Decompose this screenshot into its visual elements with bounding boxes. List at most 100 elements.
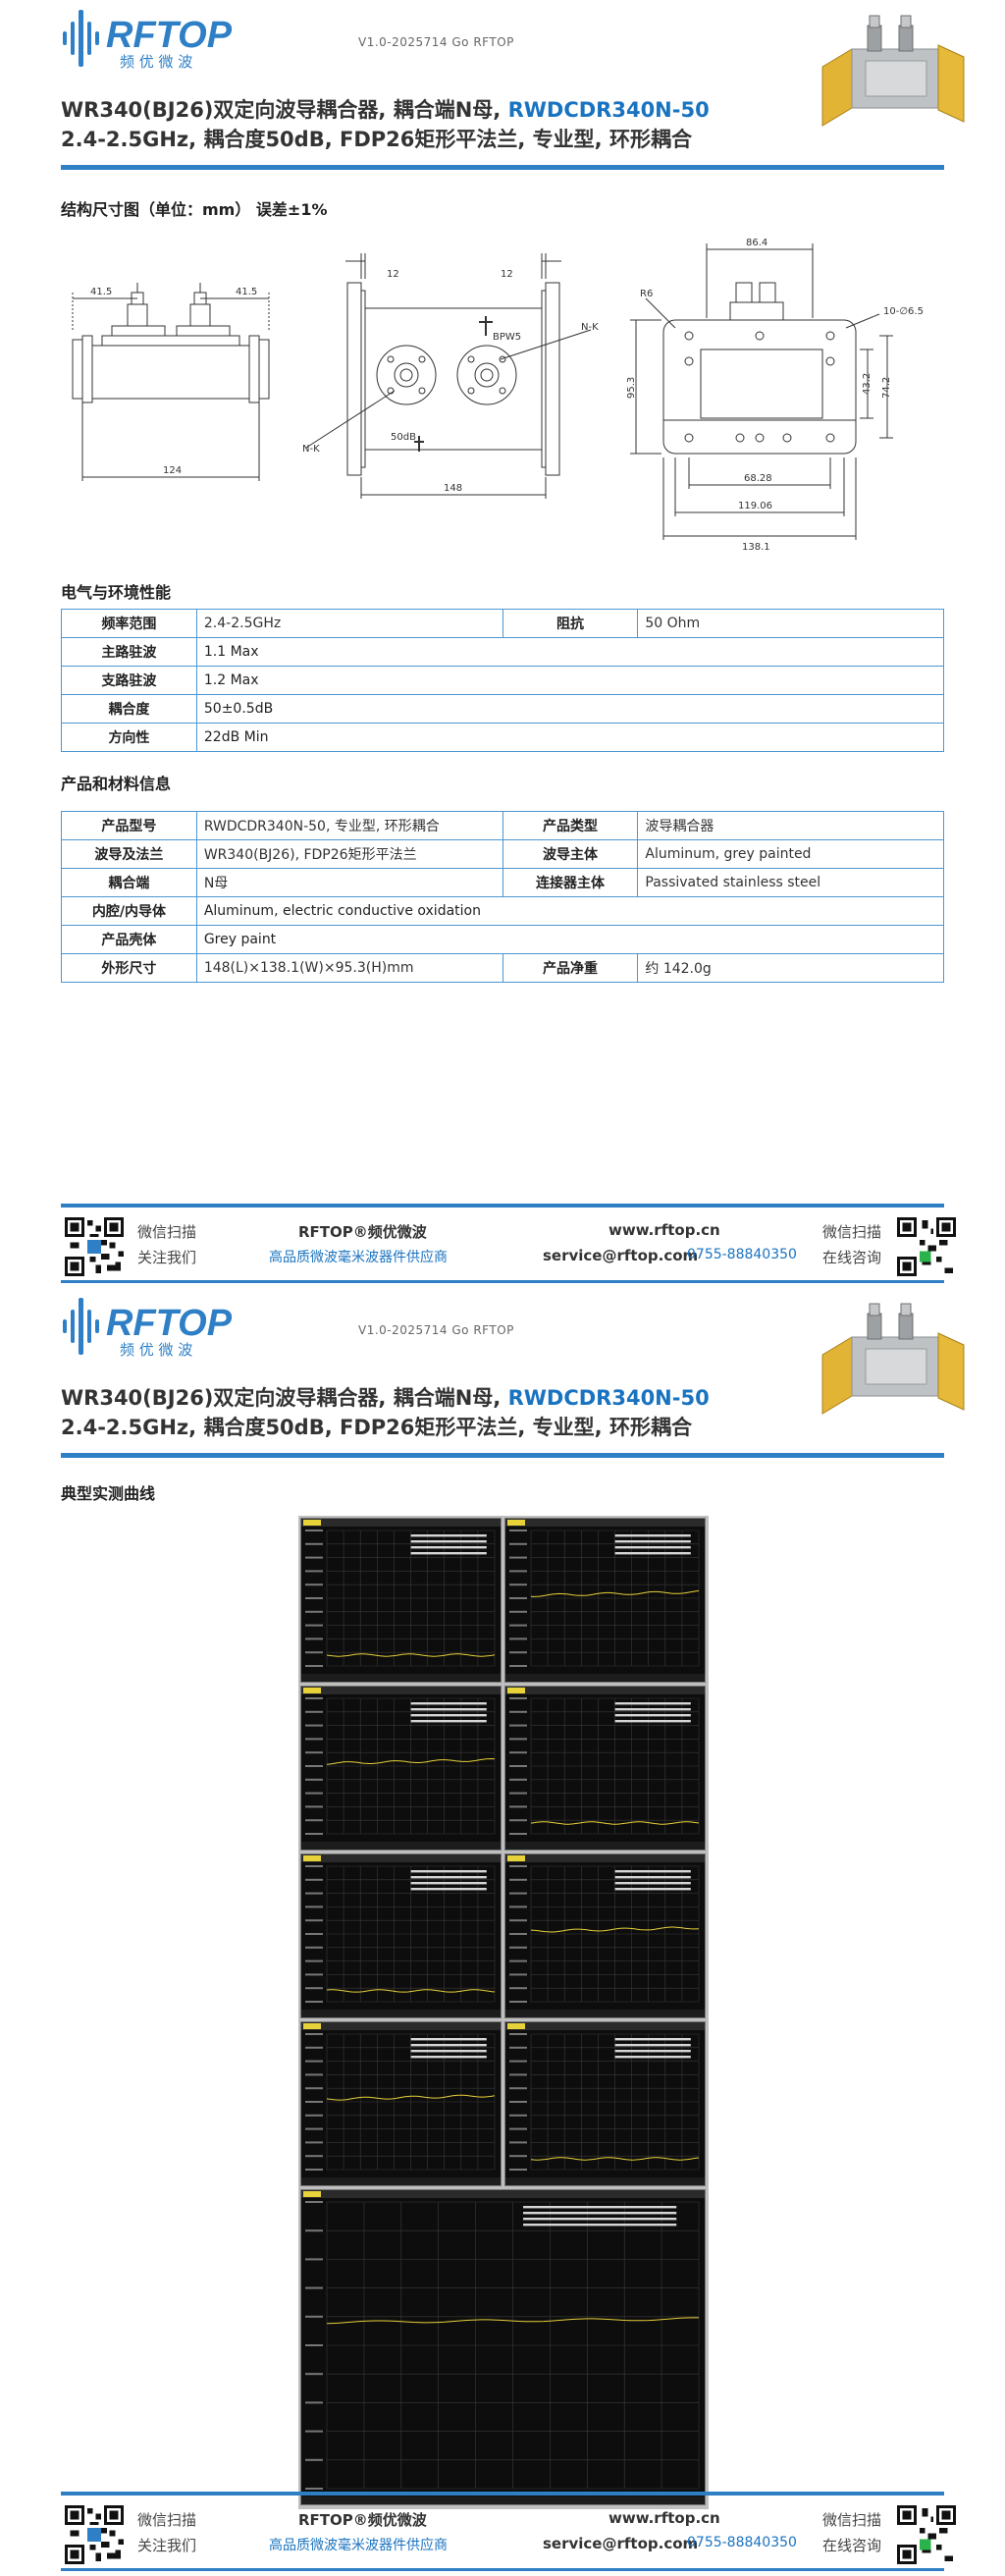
marker-readout <box>614 1534 691 1537</box>
product-subtitle: 2.4-2.5GHz, 耦合度50dB, FDP26矩形平法兰, 专业型, 环形… <box>61 128 692 151</box>
tick-label <box>305 1710 323 1713</box>
spec-value: 1.1 Max <box>195 637 945 667</box>
tick-label <box>305 1973 323 1976</box>
tick-label <box>509 1933 527 1935</box>
spec-key: 波导及法兰 <box>61 839 197 869</box>
logo-text: RFTOP <box>106 15 233 56</box>
footer-website[interactable]: www.rftop.cn <box>608 1221 720 1239</box>
label-nk-right: N-K <box>581 322 599 333</box>
marker-readout <box>410 1708 487 1711</box>
marker-readout <box>410 2038 487 2041</box>
screen-title-bar <box>301 1854 501 1862</box>
analyzer-plot <box>505 1519 705 1682</box>
trace-line <box>530 1926 700 1933</box>
marker-readout <box>410 1882 487 1885</box>
tick-label <box>509 1946 527 1949</box>
tick-label <box>305 1624 323 1627</box>
analyzer-screen <box>504 2021 706 2186</box>
dimension-drawing: 41.5 41.5 124 <box>72 238 924 553</box>
footer-rule <box>61 2492 944 2496</box>
logo-sub: 频 优 微 波 <box>120 53 192 71</box>
tick-label <box>305 2401 323 2404</box>
tick-label <box>305 1665 323 1667</box>
spec-key: 方向性 <box>61 723 197 752</box>
tick-label <box>509 1624 527 1627</box>
tick-label <box>509 1905 527 1908</box>
tick-label <box>305 2258 323 2261</box>
wechat-consult-line2: 在线咨询 <box>822 1249 882 1266</box>
rftop-logo: RFTOP 频 优 微 波 <box>63 1298 233 1359</box>
analyzer-screen <box>300 2021 502 2186</box>
model-number: RWDCDR340N-50 <box>507 1386 710 1410</box>
marker-readout <box>523 2218 677 2221</box>
spec-key: 阻抗 <box>502 609 639 638</box>
page-1: RFTOP 频 优 微 波 V1.0-2025714 Go RFTOP WR34… <box>61 10 965 1283</box>
marker-readout <box>410 2050 487 2053</box>
spec-value: Aluminum, grey painted <box>637 839 944 869</box>
table-row: 耦合度 50±0.5dB <box>61 694 945 724</box>
screen-status-bar <box>301 1674 501 1682</box>
tick-label <box>509 1597 527 1599</box>
qr-code-icon <box>897 2505 956 2564</box>
dim-68-28: 68.28 <box>744 473 772 484</box>
tick-label <box>305 1751 323 1754</box>
footer-website[interactable]: www.rftop.cn <box>608 2509 720 2527</box>
tick-label <box>305 2229 323 2232</box>
dim-43-2: 43.2 <box>862 373 873 395</box>
dim-124: 124 <box>163 465 182 476</box>
spec-value: 22dB Min <box>195 723 945 752</box>
spec-value: Passivated stainless steel <box>637 868 944 897</box>
electrical-section-title: 电气与环境性能 <box>61 583 172 602</box>
screen-title-bar <box>505 1854 705 1862</box>
front-view <box>72 283 270 481</box>
tick-label <box>305 2101 323 2103</box>
material-table: 产品型号 RWDCDR340N-50, 专业型, 环形耦合 产品类型 波导耦合器… <box>61 811 945 983</box>
analyzer-screen <box>504 1518 706 1683</box>
version-text: V1.0-2025714 Go RFTOP <box>358 35 514 49</box>
spec-key: 耦合端 <box>61 868 197 897</box>
tick-label <box>509 1738 527 1741</box>
qr-code-icon <box>65 1217 124 1276</box>
tick-label <box>509 1778 527 1781</box>
footer-email[interactable]: service@rftop.com <box>543 1247 699 1264</box>
marker-readout <box>523 2206 677 2209</box>
spec-key: 频率范围 <box>61 609 197 638</box>
tick-label <box>305 2155 323 2158</box>
tick-label <box>509 1833 527 1835</box>
tick-label <box>509 1892 527 1895</box>
spec-value: WR340(BJ26), FDP26矩形平法兰 <box>195 839 503 869</box>
marker-readout <box>614 2038 691 2041</box>
curves-section-title: 典型实测曲线 <box>61 1484 156 1503</box>
tick-label <box>305 1865 323 1867</box>
screen-status-bar <box>301 2010 501 2017</box>
footer-slogan: 高品质微波毫米波器件供应商 <box>269 1250 448 1265</box>
footer-email[interactable]: service@rftop.com <box>543 2535 699 2552</box>
tick-label <box>509 1765 527 1767</box>
marker-readout <box>614 2056 691 2059</box>
tick-label <box>305 1919 323 1922</box>
marker-readout <box>614 1702 691 1705</box>
tick-label <box>509 2169 527 2171</box>
spec-key: 产品壳体 <box>61 925 197 954</box>
tick-label <box>305 2087 323 2090</box>
dim-119-06: 119.06 <box>738 501 772 511</box>
analyzer-screen <box>300 2189 706 2505</box>
trace-tag <box>507 1855 525 1861</box>
wechat-follow-line1: 微信扫描 <box>137 2511 197 2529</box>
tick-label <box>305 1724 323 1727</box>
analyzer-plot <box>505 2022 705 2185</box>
tick-label <box>305 1697 323 1699</box>
wechat-consult-line1: 微信扫描 <box>822 2511 882 2529</box>
material-section-title: 产品和材料信息 <box>61 775 172 793</box>
tick-label <box>305 1530 323 1531</box>
rftop-logo: RFTOP 频 优 微 波 <box>63 10 233 71</box>
marker-readout <box>410 1714 487 1717</box>
tick-label <box>305 1987 323 1990</box>
label-50db: 50dB <box>391 432 416 443</box>
screen-status-bar <box>505 1842 705 1850</box>
header-rule <box>61 165 944 170</box>
spec-key: 产品净重 <box>502 953 639 983</box>
spec-key: 支路驻波 <box>61 666 197 695</box>
tick-label <box>305 1542 323 1545</box>
footer-brand: RFTOP®频优微波 <box>298 2511 427 2529</box>
